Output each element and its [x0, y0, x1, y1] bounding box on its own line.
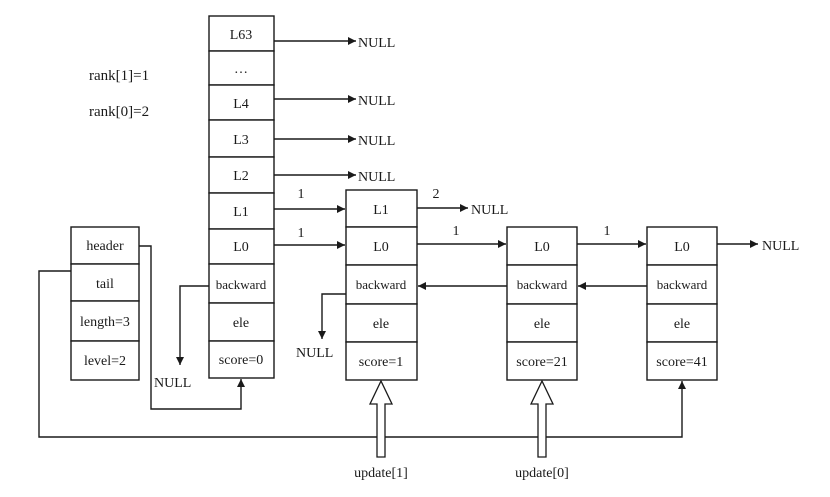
node3-l0-null-label: NULL — [762, 239, 799, 254]
update1-arrow — [368, 379, 394, 458]
head-ele: ele — [233, 316, 249, 331]
head-level-1: L1 — [233, 205, 249, 220]
node1-ele: ele — [373, 317, 389, 332]
length-field: length=3 — [80, 315, 130, 330]
update1-label: update[1] — [354, 466, 408, 481]
node2-ele: ele — [534, 317, 550, 332]
head-level-4: L4 — [233, 97, 249, 112]
level-pointers: 1 1 2 NULL 1 1 NULL — [274, 187, 799, 254]
head-level-ellipsis: … — [234, 62, 248, 77]
head-node: L63 … L4 L3 L2 L1 L0 backward ele score=… — [208, 15, 275, 379]
header-field: header — [86, 239, 124, 254]
node1-l1-span: 2 — [433, 187, 440, 202]
node2-l0-span: 1 — [604, 224, 611, 239]
head-level-2: L2 — [233, 169, 249, 184]
rank-label-1: rank[1]=1 — [89, 68, 149, 84]
node1-level-0: L0 — [373, 240, 389, 255]
skiplist-node-2: L0 backward ele score=21 — [506, 226, 578, 381]
head-backward-null-label: NULL — [154, 376, 191, 391]
node1-backward: backward — [356, 277, 407, 292]
skiplist-node-1: L1 L0 backward ele score=1 — [345, 189, 418, 381]
l2-null-label: NULL — [358, 170, 395, 185]
head-null-pointers: NULL NULL NULL NULL — [274, 36, 395, 185]
zskiplist-struct: header tail length=3 level=2 — [70, 226, 140, 381]
node1-l0-span: 1 — [453, 224, 460, 239]
head-backward-null-arrow — [176, 285, 209, 365]
l63-null-label: NULL — [358, 36, 395, 51]
node1-score: score=1 — [359, 355, 403, 370]
node2-backward: backward — [517, 277, 568, 292]
node3-score: score=41 — [656, 355, 707, 370]
node3-level-0: L0 — [674, 240, 690, 255]
head-l1-span: 1 — [298, 187, 305, 202]
node2-level-0: L0 — [534, 240, 550, 255]
update0-arrow — [529, 379, 555, 458]
head-level-0: L0 — [233, 240, 249, 255]
head-level-63: L63 — [230, 28, 253, 43]
skiplist-node-3: L0 backward ele score=41 — [646, 226, 718, 381]
update-markers: update[1] update[0] — [354, 379, 569, 481]
header-pointer — [139, 245, 245, 410]
node2-score: score=21 — [516, 355, 567, 370]
node1-backward-null-arrow — [318, 293, 346, 339]
rank-label-0: rank[0]=2 — [89, 104, 149, 120]
head-l0-span: 1 — [298, 226, 305, 241]
node1-level-1: L1 — [373, 203, 389, 218]
node3-backward: backward — [657, 277, 708, 292]
tail-field: tail — [96, 277, 114, 292]
l3-null-label: NULL — [358, 134, 395, 149]
l4-null-label: NULL — [358, 94, 395, 109]
level-field: level=2 — [84, 354, 126, 369]
update0-label: update[0] — [515, 466, 569, 481]
head-level-3: L3 — [233, 133, 249, 148]
tail-pointer — [38, 270, 686, 438]
node1-l1-null-label: NULL — [471, 203, 508, 218]
node1-backward-null-label: NULL — [296, 346, 333, 361]
head-score: score=0 — [219, 353, 263, 368]
head-backward: backward — [216, 277, 267, 292]
node3-ele: ele — [674, 317, 690, 332]
backward-pointers: NULL NULL — [154, 282, 647, 391]
